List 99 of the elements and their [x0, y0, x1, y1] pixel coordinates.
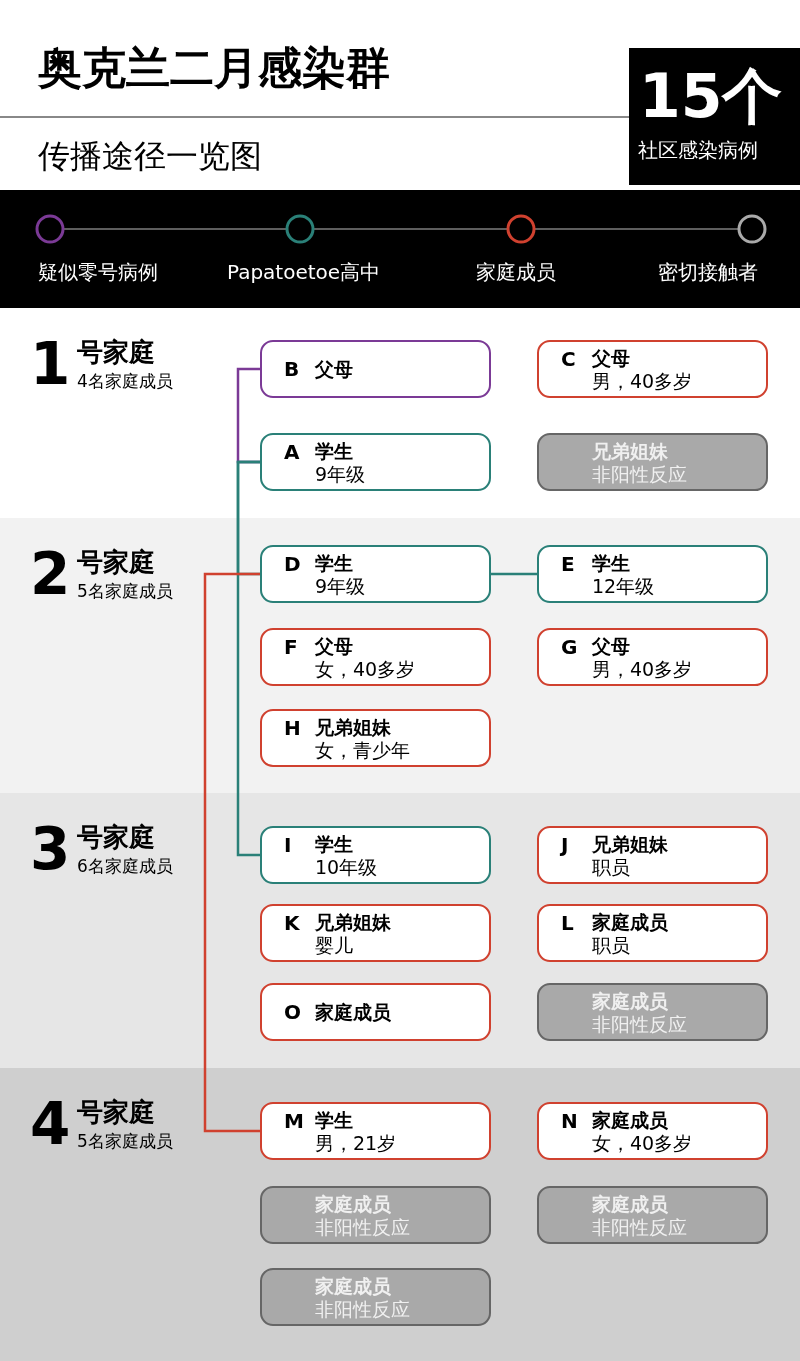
case-box [260, 983, 491, 1041]
legend-label: 密切接触者 [658, 259, 758, 286]
family-band [0, 793, 800, 1068]
connector-line [203, 572, 260, 1133]
case-role: 兄弟姐妹 [315, 715, 391, 739]
negative-case-box [537, 433, 768, 491]
case-detail: 非阳性反应 [315, 1215, 410, 1239]
case-detail: 职员 [592, 855, 630, 879]
case-letter: M [284, 1109, 304, 1133]
case-role: 家庭成员 [592, 910, 668, 934]
case-letter: J [561, 833, 569, 857]
case-detail: 10年级 [315, 855, 378, 879]
case-detail: 非阳性反应 [315, 1297, 410, 1321]
case-box [260, 433, 491, 491]
case-role: 学生 [315, 1108, 353, 1132]
case-letter: L [561, 911, 574, 935]
case-role: 家庭成员 [315, 1000, 391, 1024]
case-detail: 非阳性反应 [592, 1215, 687, 1239]
case-letter: K [284, 911, 300, 935]
case-role: 兄弟姐妹 [315, 910, 391, 934]
case-role: 父母 [315, 357, 353, 381]
count-caption: 社区感染病例 [638, 137, 758, 164]
case-count: 15个 [639, 60, 783, 133]
family-number: 1 [30, 332, 71, 396]
family-band [0, 1068, 800, 1361]
legend-label: Papatoetoe高中 [227, 259, 381, 286]
negative-case-box [260, 1268, 491, 1326]
title: 奥克兰二月感染群 [38, 41, 390, 95]
case-role: 父母 [592, 346, 630, 370]
case-box [260, 340, 491, 398]
negative-case-box [537, 983, 768, 1041]
case-detail: 非阳性反应 [592, 462, 687, 486]
case-letter: F [284, 635, 298, 659]
case-detail: 男，21岁 [315, 1131, 397, 1155]
family-band [0, 518, 800, 793]
case-box [260, 545, 491, 603]
case-box [537, 545, 768, 603]
case-detail: 婴儿 [315, 933, 353, 957]
case-role: 父母 [315, 634, 353, 658]
case-letter: H [284, 716, 301, 740]
case-letter: E [561, 552, 575, 576]
family-number: 3 [30, 817, 71, 881]
case-role: 学生 [315, 439, 353, 463]
case-letter: G [561, 635, 578, 659]
case-role: 家庭成员 [592, 1108, 668, 1132]
case-role: 学生 [592, 551, 630, 575]
case-role: 家庭成员 [315, 1274, 391, 1298]
negative-case-box [260, 1186, 491, 1244]
family-number: 4 [30, 1092, 71, 1156]
case-detail: 男，40多岁 [592, 657, 693, 681]
connector-line [236, 460, 260, 857]
member-count: 6名家庭成员 [77, 855, 173, 877]
family-number: 2 [30, 542, 71, 606]
case-box [260, 709, 491, 767]
case-role: 兄弟姐妹 [592, 439, 668, 463]
case-box [260, 628, 491, 686]
case-letter: I [284, 833, 292, 857]
case-role: 学生 [315, 832, 353, 856]
case-box [537, 628, 768, 686]
case-detail: 男，40多岁 [592, 369, 693, 393]
case-letter: D [284, 552, 301, 576]
case-box [260, 826, 491, 884]
case-letter: O [284, 1000, 301, 1024]
family-name: 号家庭 [77, 1096, 155, 1128]
case-box [537, 826, 768, 884]
legend-label: 疑似零号病例 [38, 259, 158, 286]
case-detail: 12年级 [592, 574, 655, 598]
case-letter: B [284, 357, 300, 381]
case-role: 兄弟姐妹 [592, 832, 668, 856]
case-letter: N [561, 1109, 578, 1133]
case-detail: 非阳性反应 [592, 1012, 687, 1036]
family-name: 号家庭 [77, 336, 155, 368]
case-box [260, 1102, 491, 1160]
case-detail: 职员 [592, 933, 630, 957]
case-detail: 9年级 [315, 462, 366, 486]
case-detail: 女，40多岁 [592, 1131, 693, 1155]
member-count: 4名家庭成员 [77, 370, 173, 392]
case-detail: 9年级 [315, 574, 366, 598]
case-detail: 女，青少年 [315, 738, 410, 762]
case-role: 家庭成员 [592, 989, 668, 1013]
case-box [260, 904, 491, 962]
family-name: 号家庭 [77, 821, 155, 853]
subtitle: 传播途径一览图 [38, 136, 262, 177]
case-role: 家庭成员 [592, 1192, 668, 1216]
case-role: 父母 [592, 634, 630, 658]
case-letter: C [561, 347, 576, 371]
legend-label: 家庭成员 [476, 259, 556, 286]
family-name: 号家庭 [77, 546, 155, 578]
case-box [537, 340, 768, 398]
negative-case-box [537, 1186, 768, 1244]
case-box [537, 904, 768, 962]
case-letter: A [284, 440, 300, 464]
member-count: 5名家庭成员 [77, 580, 173, 602]
connector-line [491, 572, 537, 576]
case-detail: 女，40多岁 [315, 657, 416, 681]
case-box [537, 1102, 768, 1160]
case-role: 家庭成员 [315, 1192, 391, 1216]
member-count: 5名家庭成员 [77, 1130, 173, 1152]
case-role: 学生 [315, 551, 353, 575]
